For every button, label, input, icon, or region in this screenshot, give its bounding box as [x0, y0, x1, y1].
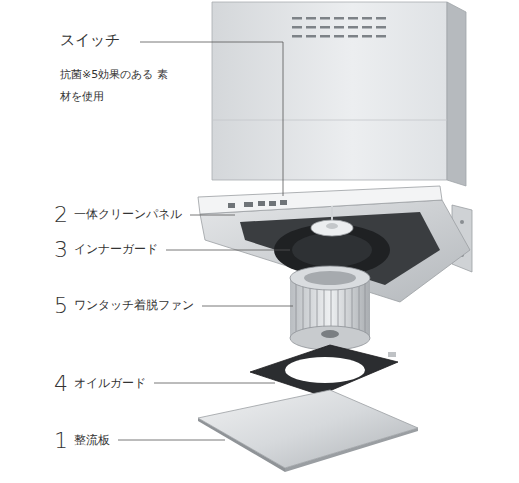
part-name: スイッチ — [60, 31, 120, 49]
duct-cover — [212, 2, 466, 186]
note-holder: 抗菌※5効果のある 素材を使用 — [60, 64, 172, 108]
part-name-holder: 整流板 — [74, 433, 110, 447]
part-name-holder: オイルガード — [74, 376, 146, 390]
part-name-holder: ワンタッチ着脱ファン — [74, 298, 194, 312]
part-name-holder: 一体クリーンパネル — [74, 207, 182, 221]
note: 抗菌※5効果のある 素材を使用 — [60, 64, 172, 108]
callout-number: 5 — [54, 293, 68, 319]
callout-number-holder: 4 — [54, 371, 68, 397]
part-name: ワンタッチ着脱ファン — [74, 298, 194, 312]
callout-number: 3 — [54, 237, 68, 263]
callout-number-holder: 1 — [54, 428, 68, 454]
part-name: オイルガード — [74, 376, 146, 390]
callout-number-holder: 5 — [54, 293, 68, 319]
part-name-holder: スイッチ — [60, 31, 120, 49]
callout-number: 2 — [54, 202, 68, 228]
hood-body — [198, 186, 472, 302]
fan — [290, 266, 370, 350]
part-name: 整流板 — [74, 433, 110, 447]
callout-number: 1 — [54, 428, 68, 454]
part-name-holder: インナーガード — [74, 242, 158, 256]
rectifier-plate — [198, 390, 418, 472]
callout-number-holder: 2 — [54, 202, 68, 228]
part-name: 一体クリーンパネル — [74, 207, 182, 221]
oil-guard — [250, 345, 398, 395]
callout-number: 4 — [54, 371, 68, 397]
callout-number-holder: 3 — [54, 237, 68, 263]
part-name: インナーガード — [74, 242, 158, 256]
